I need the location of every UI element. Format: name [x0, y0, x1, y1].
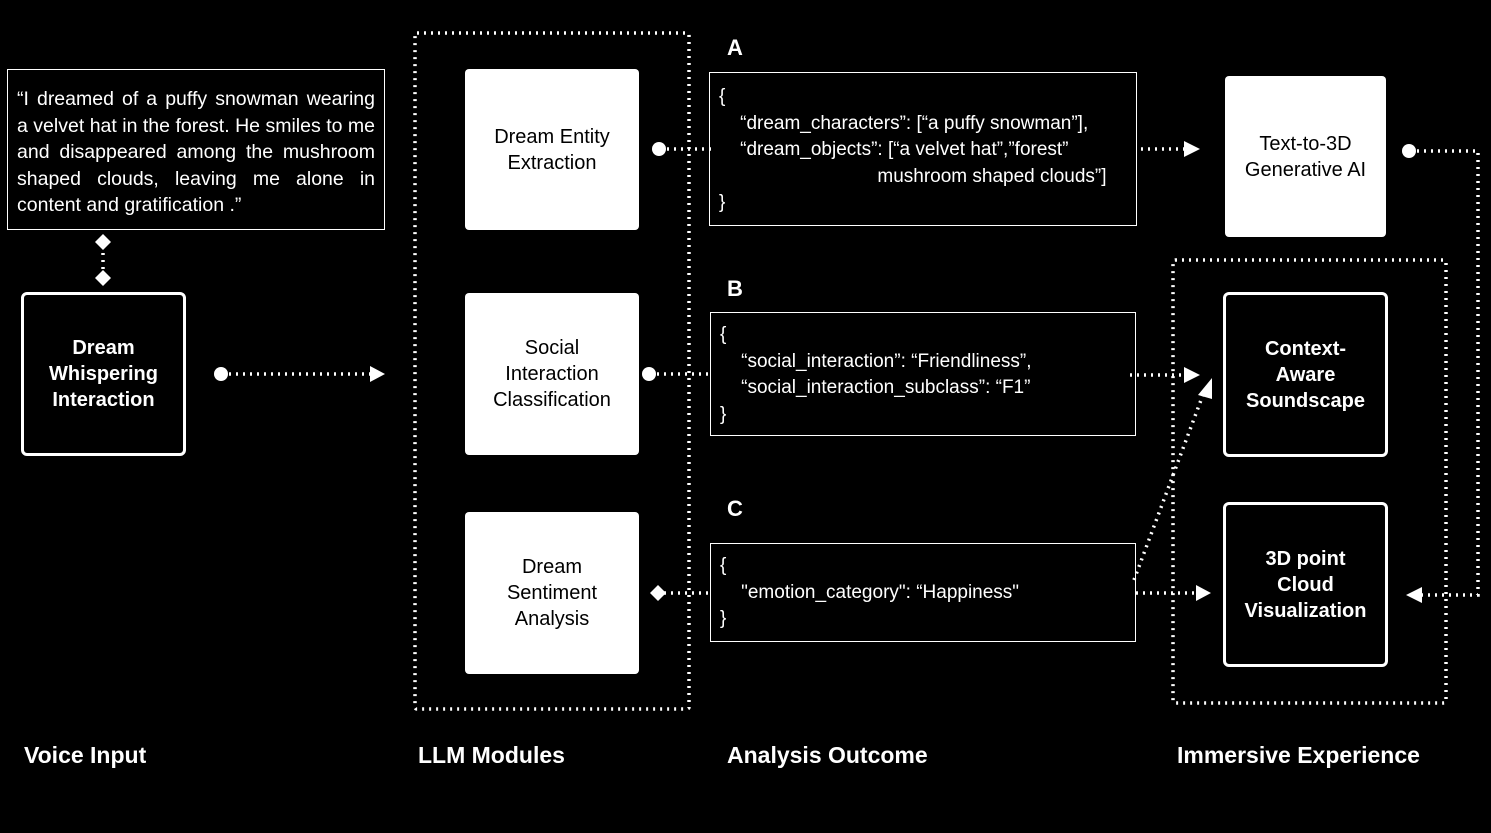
b-line-2: “social_interaction”: “Friendliness”, [720, 350, 1032, 372]
social-classification-box: Social Interaction Classification [465, 293, 639, 455]
outcome-a-json: { “dream_characters”: [“a puffy snowman”… [709, 72, 1137, 226]
label-a: A [727, 35, 743, 60]
b-line-1: { [720, 324, 727, 345]
arrowhead-pointcloud [1196, 585, 1211, 601]
a-line-4: mushroom shaped clouds”] [719, 165, 1107, 187]
dot-entity [652, 142, 666, 156]
soundscape-line-1: Context- [1264, 337, 1347, 360]
point-cloud-visualization-box: 3D point Cloud Visualization [1223, 502, 1388, 667]
entity-extraction-box: Dream Entity Extraction [465, 69, 639, 230]
a-line-1: { [719, 86, 726, 107]
c-line-1: { [720, 555, 727, 576]
label-c: C [727, 496, 743, 521]
input-line-1: Dream [72, 337, 135, 359]
genai-to-pointcloud-path [1410, 149, 1480, 597]
pointcloud-line-2: Cloud [1277, 573, 1334, 596]
diamond-sentiment [650, 585, 666, 601]
label-b: B [727, 276, 743, 301]
footer-voice-input: Voice Input [24, 742, 147, 768]
outcome-c-json: { "emotion_category": “Happiness" } [710, 543, 1136, 642]
sentiment-line-3: Analysis [514, 608, 590, 630]
a-line-3: “dream_objects”: [“a velvet hat”,”forest… [719, 139, 1069, 160]
text-to-3d-genai-box: Text-to-3D Generative AI [1225, 76, 1386, 237]
dream-quote: “I dreamed of a puffy snowman wearing a … [7, 69, 385, 230]
genai-line-2: Generative AI [1244, 158, 1367, 181]
outcome-b-json: { “social_interaction”: “Friendliness”, … [710, 312, 1136, 436]
entity-line-1: Dream Entity [494, 125, 610, 148]
soundscape-line-2: Aware [1275, 363, 1336, 386]
dot-social [642, 367, 656, 381]
arrowhead-diagonal [1198, 378, 1212, 399]
input-line-3: Interaction [52, 389, 155, 411]
a-line-5: } [719, 192, 726, 213]
a-line-2: “dream_characters”: [“a puffy snowman”], [719, 112, 1089, 134]
dream-whispering-box: Dream Whispering Interaction [21, 292, 186, 456]
diamond-quote [95, 234, 111, 250]
immersive-frame [1171, 258, 1448, 705]
b-line-3: “social_interaction_subclass”: “F1” [720, 377, 1031, 398]
social-line-3: Classification [493, 389, 611, 411]
c-to-soundscape-diagonal [1132, 391, 1206, 581]
c-line-3: } [720, 608, 727, 629]
soundscape-line-3: Soundscape [1246, 389, 1365, 412]
c-line-2: "emotion_category": “Happiness" [720, 581, 1020, 603]
footer-immersive-experience: Immersive Experience [1177, 742, 1420, 768]
sentiment-analysis-box: Dream Sentiment Analysis [465, 512, 639, 674]
footer-analysis-outcome: Analysis Outcome [727, 742, 928, 768]
arrowhead-input-llm [370, 366, 385, 382]
social-line-1: Social [524, 337, 580, 359]
diamond-input [95, 270, 111, 286]
social-line-2: Interaction [505, 363, 599, 385]
llm-modules-frame [413, 31, 691, 711]
arrowhead-soundscape [1184, 367, 1200, 383]
arrowhead-pointcloud-left [1406, 587, 1422, 603]
dot-input [214, 367, 228, 381]
sentiment-line-1: Dream [521, 556, 582, 578]
arrowhead-genai [1184, 141, 1200, 157]
b-line-4: } [720, 403, 727, 425]
entity-line-2: Extraction [507, 151, 597, 174]
context-aware-soundscape-box: Context- Aware Soundscape [1223, 292, 1388, 457]
footer-llm-modules: LLM Modules [418, 742, 565, 768]
input-line-2: Whispering [49, 363, 158, 385]
dot-genai [1402, 144, 1416, 158]
sentiment-line-2: Sentiment [506, 582, 598, 604]
genai-line-1: Text-to-3D [1259, 132, 1352, 155]
pointcloud-line-3: Visualization [1244, 599, 1367, 622]
pointcloud-line-1: 3D point [1265, 547, 1346, 570]
